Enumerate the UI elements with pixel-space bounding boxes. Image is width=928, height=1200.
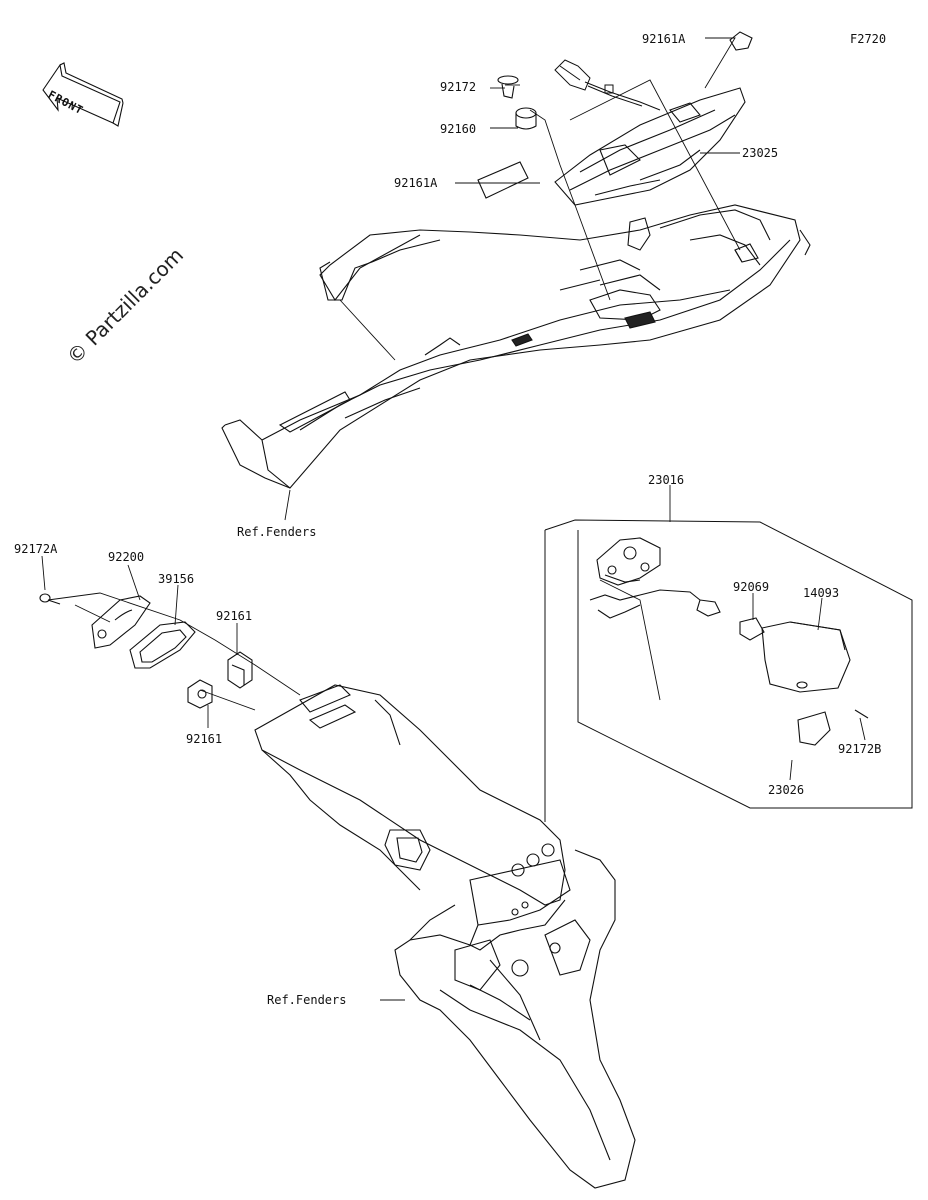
part-label-92161-upper[interactable]: 92161: [216, 609, 253, 623]
part-label-23026[interactable]: 23026: [768, 783, 805, 797]
part-label-92160[interactable]: 92160: [440, 122, 477, 136]
part-label-92161A-left[interactable]: 92161A: [394, 176, 438, 190]
part-label-92200[interactable]: 92200: [108, 550, 145, 564]
part-label-23016[interactable]: 23016: [648, 473, 685, 487]
part-label-ref-fenders-bottom[interactable]: Ref.Fenders: [267, 993, 347, 1007]
grommet-92160-icon: [516, 108, 536, 129]
part-label-92172[interactable]: 92172: [440, 80, 477, 94]
diagram-code: F2720: [850, 32, 887, 46]
grommet-92161-upper-icon: [228, 652, 252, 688]
part-label-92161-lower[interactable]: 92161: [186, 732, 223, 746]
tail-cover-assembly: [222, 205, 810, 488]
front-arrow-icon: [43, 63, 123, 126]
part-label-92161A-top[interactable]: 92161A: [642, 32, 686, 46]
part-label-92172A[interactable]: 92172A: [14, 542, 58, 556]
license-light-housing: [590, 538, 868, 745]
gasket-39156: [130, 622, 195, 668]
part-label-92172B[interactable]: 92172B: [838, 742, 882, 756]
screw-92172-icon: [498, 76, 518, 98]
tail-light: [555, 88, 745, 205]
bracket-92200: [92, 596, 150, 648]
part-label-92069[interactable]: 92069: [733, 580, 770, 594]
license-light-frame: [545, 520, 912, 822]
part-label-39156[interactable]: 39156: [158, 572, 195, 586]
grommet-92161-lower-icon: [188, 680, 212, 708]
rear-fender: [255, 685, 635, 1188]
part-label-ref-fenders-top[interactable]: Ref.Fenders: [237, 525, 317, 539]
tail-light-connector: [555, 60, 660, 110]
part-label-14093[interactable]: 14093: [803, 586, 840, 600]
tape-92161A: [478, 32, 752, 198]
leader-lines: [42, 38, 865, 1000]
part-label-23025[interactable]: 23025: [742, 146, 779, 160]
screw-92172A-icon: [40, 594, 60, 604]
